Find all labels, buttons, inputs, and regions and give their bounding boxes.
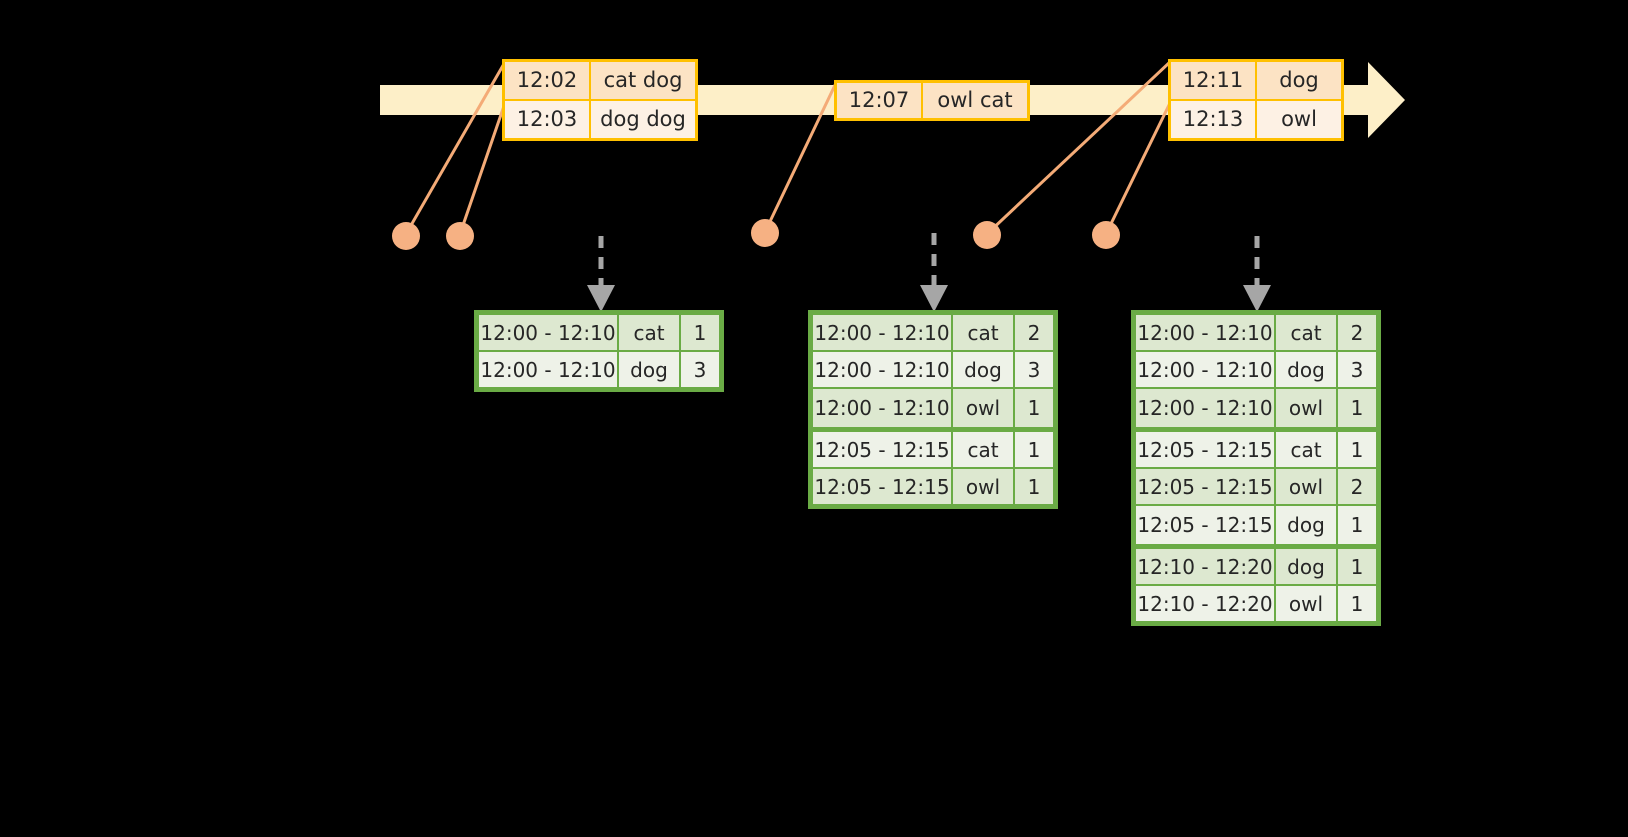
event-time: 12:11	[1171, 62, 1257, 99]
connector-line-2	[458, 102, 507, 235]
cell-count: 3	[680, 351, 720, 388]
cell-window: 12:05 - 12:15	[1135, 505, 1275, 545]
cell-window: 12:05 - 12:15	[1135, 468, 1275, 505]
table-row: 12:00 - 12:10 dog 3	[478, 351, 720, 388]
event-words: owl cat	[923, 83, 1027, 118]
table-row: 12:05 - 12:15 owl 1	[812, 468, 1054, 505]
cell-window: 12:00 - 12:10	[812, 314, 952, 351]
cell-window: 12:00 - 12:10	[812, 351, 952, 388]
event-dot-2	[446, 222, 474, 250]
cell-count: 1	[1337, 585, 1377, 622]
event-time: 12:13	[1171, 101, 1257, 138]
table-row: 12:00 - 12:10 cat 2	[1135, 314, 1377, 351]
cell-window: 12:05 - 12:15	[1135, 431, 1275, 468]
event-words: dog	[1257, 62, 1341, 99]
event-dot-4	[973, 221, 1001, 249]
cell-window: 12:00 - 12:10	[1135, 351, 1275, 388]
cell-count: 1	[1014, 388, 1054, 428]
cell-key: cat	[1275, 314, 1337, 351]
cell-window: 12:00 - 12:10	[478, 351, 618, 388]
event-group-2[interactable]: 12:07 owl cat	[834, 80, 1030, 121]
event-row: 12:03 dog dog	[505, 99, 695, 138]
event-dot-5	[1092, 221, 1120, 249]
event-dot-3	[751, 219, 779, 247]
table-row: 12:10 - 12:20 dog 1	[1135, 548, 1377, 585]
cell-key: dog	[1275, 505, 1337, 545]
event-time: 12:02	[505, 62, 591, 99]
result-table-3[interactable]: 12:00 - 12:10 cat 2 12:00 - 12:10 dog 3 …	[1131, 310, 1381, 626]
table-row: 12:05 - 12:15 cat 1	[1135, 431, 1377, 468]
cell-key: cat	[618, 314, 680, 351]
table-row: 12:00 - 12:10 cat 2	[812, 314, 1054, 351]
result-table-1[interactable]: 12:00 - 12:10 cat 1 12:00 - 12:10 dog 3	[474, 310, 724, 392]
table-row: 12:00 - 12:10 cat 1	[478, 314, 720, 351]
cell-key: cat	[952, 314, 1014, 351]
cell-key: dog	[1275, 548, 1337, 585]
table-row: 12:00 - 12:10 owl 1	[812, 388, 1054, 431]
cell-key: owl	[1275, 468, 1337, 505]
table-row: 12:00 - 12:10 dog 3	[1135, 351, 1377, 388]
cell-count: 1	[680, 314, 720, 351]
cell-key: cat	[952, 431, 1014, 468]
cell-window: 12:10 - 12:20	[1135, 585, 1275, 622]
cell-window: 12:00 - 12:10	[1135, 388, 1275, 428]
cell-count: 1	[1337, 505, 1377, 545]
event-row: 12:11 dog	[1171, 62, 1341, 99]
event-time: 12:03	[505, 101, 591, 138]
emit-arrowhead-2	[920, 285, 948, 312]
event-group-1[interactable]: 12:02 cat dog 12:03 dog dog	[502, 59, 698, 141]
event-group-3[interactable]: 12:11 dog 12:13 owl	[1168, 59, 1344, 141]
cell-window: 12:00 - 12:10	[1135, 314, 1275, 351]
event-words: cat dog	[591, 62, 695, 99]
table-row: 12:00 - 12:10 dog 3	[812, 351, 1054, 388]
cell-count: 3	[1014, 351, 1054, 388]
cell-key: dog	[618, 351, 680, 388]
cell-count: 1	[1337, 388, 1377, 428]
result-table-2[interactable]: 12:00 - 12:10 cat 2 12:00 - 12:10 dog 3 …	[808, 310, 1058, 509]
cell-key: owl	[1275, 388, 1337, 428]
cell-count: 1	[1014, 468, 1054, 505]
cell-count: 3	[1337, 351, 1377, 388]
cell-count: 2	[1014, 314, 1054, 351]
cell-window: 12:05 - 12:15	[812, 431, 952, 468]
cell-key: dog	[1275, 351, 1337, 388]
table-row: 12:05 - 12:15 cat 1	[812, 431, 1054, 468]
cell-key: owl	[1275, 585, 1337, 622]
event-row: 12:07 owl cat	[837, 83, 1027, 118]
table-row: 12:10 - 12:20 owl 1	[1135, 585, 1377, 622]
table-row: 12:00 - 12:10 owl 1	[1135, 388, 1377, 431]
cell-count: 1	[1337, 431, 1377, 468]
cell-key: owl	[952, 468, 1014, 505]
table-row: 12:05 - 12:15 dog 1	[1135, 505, 1377, 548]
cell-key: owl	[952, 388, 1014, 428]
cell-count: 1	[1014, 431, 1054, 468]
emit-arrowhead-3	[1243, 285, 1271, 312]
emit-arrowhead-1	[587, 285, 615, 312]
event-words: owl	[1257, 101, 1341, 138]
cell-window: 12:00 - 12:10	[478, 314, 618, 351]
event-time: 12:07	[837, 83, 923, 118]
event-dot-1	[392, 222, 420, 250]
cell-window: 12:05 - 12:15	[812, 468, 952, 505]
table-row: 12:05 - 12:15 owl 2	[1135, 468, 1377, 505]
cell-count: 2	[1337, 468, 1377, 505]
cell-count: 1	[1337, 548, 1377, 585]
cell-window: 12:10 - 12:20	[1135, 548, 1275, 585]
event-words: dog dog	[591, 101, 695, 138]
cell-count: 2	[1337, 314, 1377, 351]
connector-line-5	[1104, 102, 1172, 235]
cell-window: 12:00 - 12:10	[812, 388, 952, 428]
cell-key: cat	[1275, 431, 1337, 468]
cell-key: dog	[952, 351, 1014, 388]
event-row: 12:02 cat dog	[505, 62, 695, 99]
event-row: 12:13 owl	[1171, 99, 1341, 138]
